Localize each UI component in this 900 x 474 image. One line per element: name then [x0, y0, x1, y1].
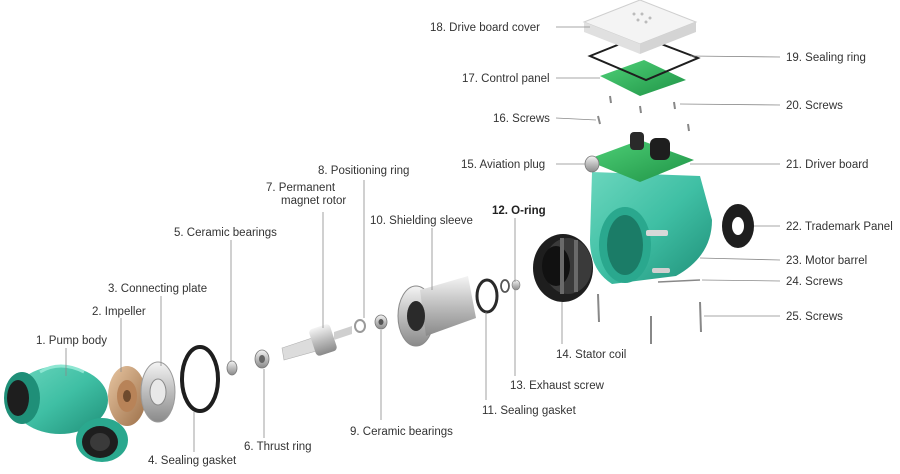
driver-board-part	[586, 132, 694, 182]
screws-20-part	[609, 95, 690, 132]
label-screws-16: 16. Screws	[493, 113, 550, 125]
label-positioning-ring: 8. Positioning ring	[318, 165, 409, 177]
label-motor-barrel: 23. Motor barrel	[786, 255, 867, 267]
label-trademark-panel: 22. Trademark Panel	[786, 221, 893, 233]
ceramic-bearing-9-part	[374, 314, 388, 330]
label-pump-body: 1. Pump body	[36, 335, 107, 347]
label-stator-coil: 14. Stator coil	[556, 349, 626, 361]
label-magnet-rotor-line2: magnet rotor	[281, 195, 346, 207]
label-ceramic-bearings-9: 9. Ceramic bearings	[350, 426, 453, 438]
label-sealing-ring: 19. Sealing ring	[786, 52, 866, 64]
motor-barrel-part	[590, 172, 712, 284]
stator-coil-part	[533, 234, 593, 302]
ceramic-bearing-5-part	[226, 360, 238, 376]
positioning-ring-part	[354, 319, 366, 333]
label-sealing-gasket-11: 11. Sealing gasket	[482, 405, 577, 417]
label-screws-25: 25. Screws	[786, 311, 843, 323]
exhaust-screw-part	[511, 279, 521, 291]
label-shielding-sleeve: 10. Shielding sleeve	[370, 215, 473, 227]
label-ceramic-bearings-5: 5. Ceramic bearings	[174, 227, 277, 239]
label-o-ring: 12. O-ring	[492, 205, 546, 217]
label-magnet-rotor-line1: 7. Permanent	[266, 182, 336, 194]
label-screws-24: 24. Screws	[786, 276, 843, 288]
label-connecting-plate: 3. Connecting plate	[108, 283, 207, 295]
label-driver-board: 21. Driver board	[786, 159, 868, 171]
label-impeller: 2. Impeller	[92, 306, 146, 318]
screws-25-part	[650, 301, 702, 344]
o-ring-part	[500, 279, 510, 293]
thrust-ring-part	[254, 349, 270, 369]
label-aviation-plug: 15. Aviation plug	[461, 159, 545, 171]
magnet-rotor-part	[281, 324, 352, 361]
label-control-panel: 17. Control panel	[462, 73, 550, 85]
label-drive-board-cover: 18. Drive board cover	[430, 22, 540, 34]
label-sealing-gasket-4: 4. Sealing gasket	[148, 455, 237, 467]
pump-body-part	[4, 364, 128, 462]
label-exhaust-screw: 13. Exhaust screw	[510, 380, 605, 392]
connecting-plate-part	[140, 361, 176, 423]
aviation-plug-part	[584, 155, 600, 173]
impeller-part	[108, 366, 146, 426]
shielding-sleeve-part	[397, 276, 476, 347]
screws-24-part	[597, 279, 701, 323]
sealing-gasket-11-part	[475, 278, 499, 314]
sealing-gasket-4-part	[180, 345, 220, 413]
drive-board-cover-part	[582, 0, 698, 54]
label-thrust-ring: 6. Thrust ring	[244, 441, 312, 453]
trademark-panel-part	[722, 204, 754, 248]
label-screws-20: 20. Screws	[786, 100, 843, 112]
leader-lines	[65, 26, 781, 452]
screws-16-part	[597, 115, 601, 125]
